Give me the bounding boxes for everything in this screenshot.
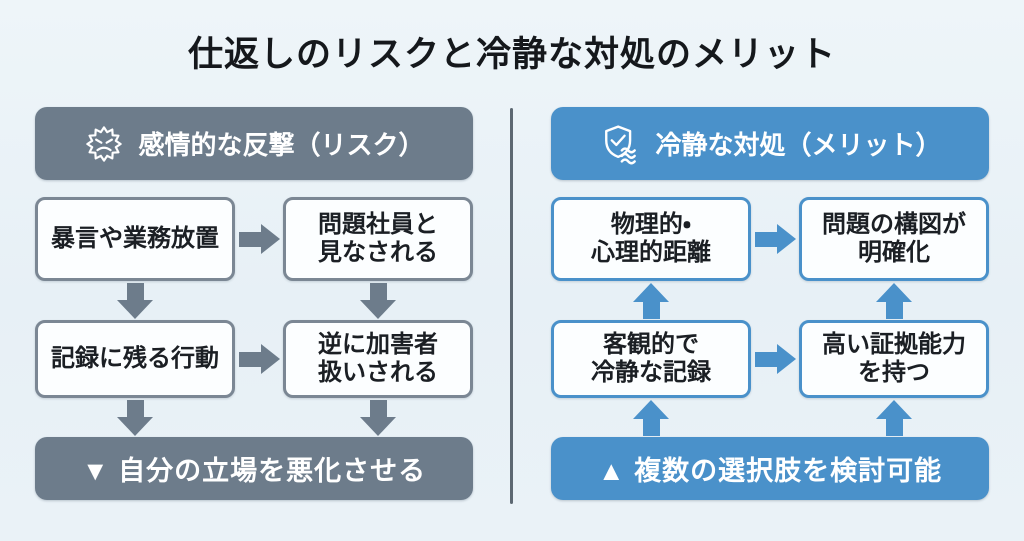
up-arrow: [799, 398, 989, 437]
down-arrow: [35, 281, 235, 320]
risk-box-3: 記録に残る行動: [35, 320, 235, 398]
risk-flow: 暴言や業務放置 問題社員と 見なされる 記録に残る行動 逆に加害者 扱いされる …: [35, 197, 473, 500]
up-arrow: [799, 281, 989, 320]
page-title: 仕返しのリスクと冷静な対処のメリット: [187, 35, 836, 74]
merit-flow: 物理的・ 心理的距離 問題の構図が 明確化 客観的で 冷静な記録 高い証拠能力 …: [551, 197, 989, 500]
right-arrow: [235, 320, 283, 398]
center-divider: [510, 108, 513, 504]
risk-panel-title: 感情的な反撃（リスク）: [138, 130, 425, 160]
merit-panel-header: 冷静な対処（メリット）: [551, 107, 989, 180]
down-arrow: [283, 398, 473, 437]
shield-check-wave-icon: [598, 122, 642, 166]
right-arrow: [751, 197, 799, 281]
angry-burst-icon: [83, 123, 125, 165]
down-arrow: [283, 281, 473, 320]
right-arrow: [235, 197, 283, 281]
merit-box-4: 高い証拠能力 を持つ: [799, 320, 989, 398]
right-arrow: [751, 320, 799, 398]
risk-box-2: 問題社員と 見なされる: [283, 197, 473, 281]
merit-box-3: 客観的で 冷静な記録: [551, 320, 751, 398]
down-arrow: [35, 398, 235, 437]
risk-panel-header: 感情的な反撃（リスク）: [35, 107, 473, 180]
risk-box-4: 逆に加害者 扱いされる: [283, 320, 473, 398]
merit-box-2: 問題の構図が 明確化: [799, 197, 989, 281]
risk-conclusion-bar: ▼ 自分の立場を悪化させる: [35, 437, 473, 500]
up-arrow: [551, 281, 751, 320]
up-arrow: [551, 398, 751, 437]
merit-panel-title: 冷静な対処（メリット）: [655, 130, 942, 160]
risk-panel: 感情的な反撃（リスク） 暴言や業務放置 問題社員と 見なされる 記録に残る行動 …: [35, 107, 473, 500]
merit-panel: 冷静な対処（メリット） 物理的・ 心理的距離 問題の構図が 明確化 客観的で 冷…: [551, 107, 989, 500]
merit-box-1: 物理的・ 心理的距離: [551, 197, 751, 281]
merit-conclusion-bar: ▲ 複数の選択肢を検討可能: [551, 437, 989, 500]
risk-box-1: 暴言や業務放置: [35, 197, 235, 281]
